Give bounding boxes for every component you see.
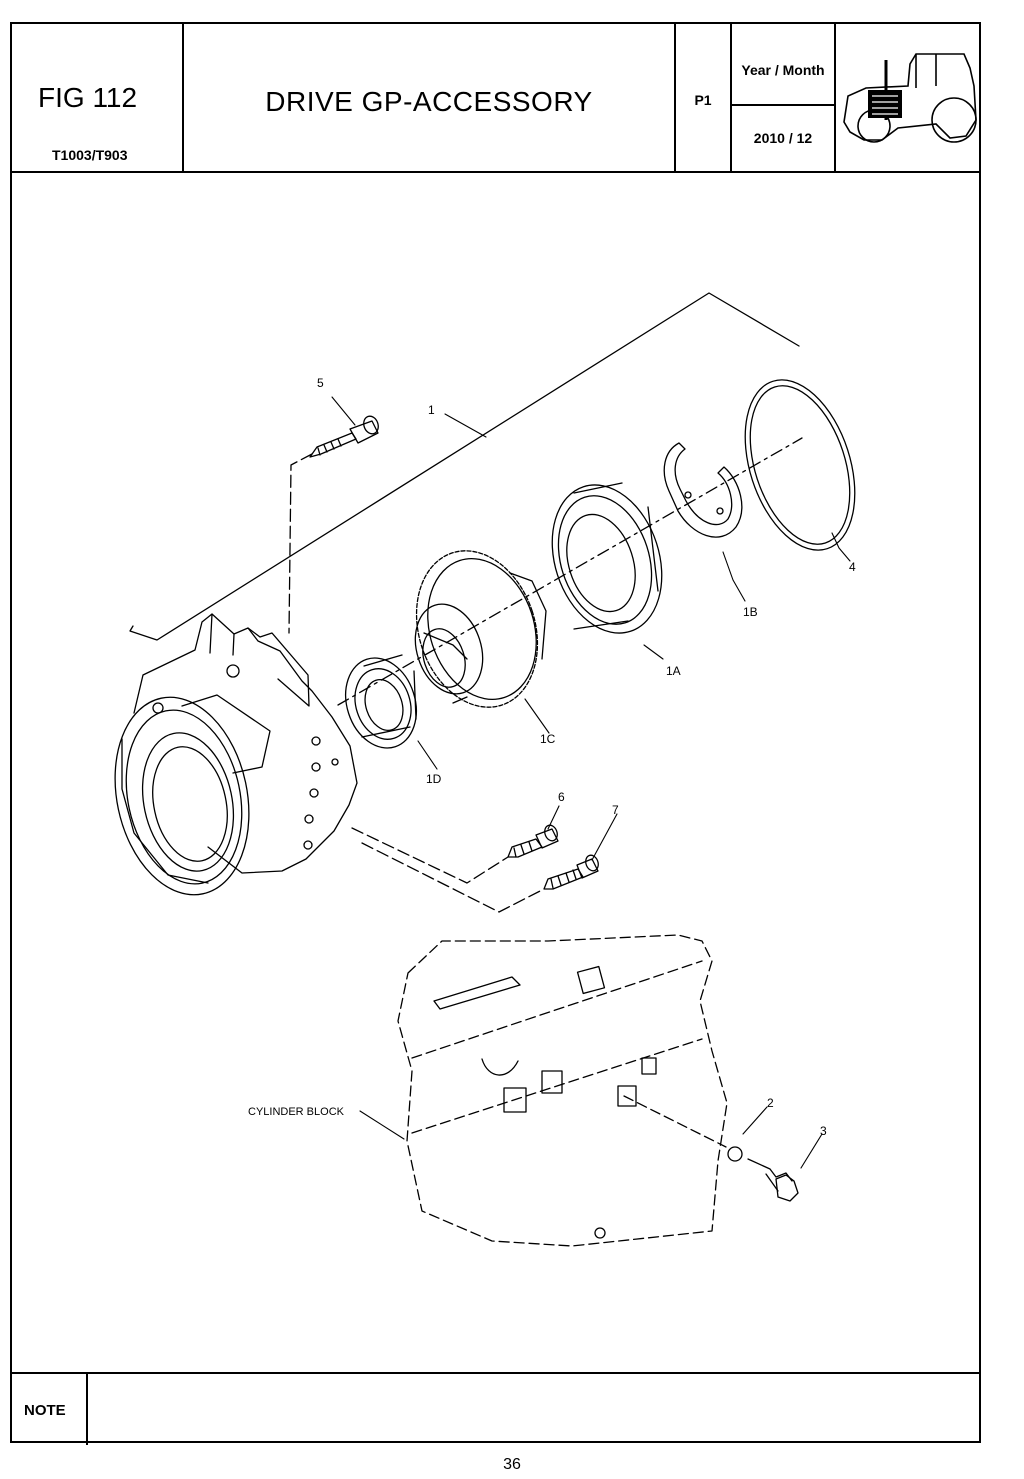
bolt-7 (543, 854, 599, 890)
fig-cell: FIG 112 T1003/T903 (12, 24, 184, 171)
snap-ring-1b (663, 442, 743, 538)
header-table: FIG 112 T1003/T903 DRIVE GP-ACCESSORY P1… (12, 24, 979, 173)
page-code: P1 (694, 92, 712, 108)
model-label: T1003/T903 (52, 147, 128, 163)
year-month-value: 2010 / 12 (753, 130, 813, 146)
fig-number: FIG 112 (38, 82, 138, 113)
tractor-icon-cell (836, 24, 981, 171)
callout-1a: 1A (666, 664, 681, 678)
callout-3: 3 (820, 1124, 827, 1138)
gear-1c (414, 550, 547, 708)
callout-1b: 1B (743, 605, 758, 619)
note-label-cell: NOTE (12, 1374, 88, 1445)
diagram-canvas: 5 1 4 1B 1A 1C 1D 6 7 2 3 CYLINDER BLOCK (114, 292, 856, 1247)
callout-1d: 1D (426, 772, 442, 786)
cylinder-block (397, 934, 728, 1247)
callout-1: 1 (428, 403, 435, 417)
callout-6: 6 (558, 790, 565, 804)
year-month-cell: Year / Month 2010 / 12 (732, 24, 836, 171)
callout-labels: 5 1 4 1B 1A 1C 1D 6 7 2 3 CYLINDER BLOCK (248, 376, 856, 1138)
accessory-drive-housing (114, 613, 358, 896)
page-title: DRIVE GP-ACCESSORY (265, 86, 593, 117)
page-code-cell: P1 (676, 24, 732, 171)
year-month-divider (732, 104, 834, 106)
gasket-4 (744, 379, 856, 551)
callout-leaders (331, 396, 851, 1169)
assembly-1-bracket (129, 292, 800, 641)
callout-2: 2 (767, 1096, 774, 1110)
bolt-6 (507, 824, 559, 858)
tractor-engine-icon (843, 53, 977, 143)
callout-4: 4 (849, 560, 856, 574)
parts-page-frame: FIG 112 T1003/T903 DRIVE GP-ACCESSORY P1… (10, 22, 981, 1445)
note-row: NOTE (12, 1372, 979, 1445)
title-cell: DRIVE GP-ACCESSORY (184, 24, 676, 171)
year-month-label: Year / Month (741, 62, 825, 78)
cylinder-block-details (433, 965, 799, 1239)
bolt-5 (309, 415, 379, 458)
exploded-parts-diagram: 5 1 4 1B 1A 1C 1D 6 7 2 3 CYLINDER BLOCK (12, 171, 979, 1372)
cylinder-block-label: CYLINDER BLOCK (248, 1106, 345, 1118)
bearing-1a (551, 482, 663, 634)
note-label: NOTE (24, 1402, 66, 1419)
callout-1c: 1C (540, 732, 556, 746)
bearing-1d (345, 654, 417, 749)
callout-5: 5 (317, 376, 324, 390)
callout-7: 7 (612, 803, 619, 817)
page-number: 36 (503, 1456, 521, 1473)
